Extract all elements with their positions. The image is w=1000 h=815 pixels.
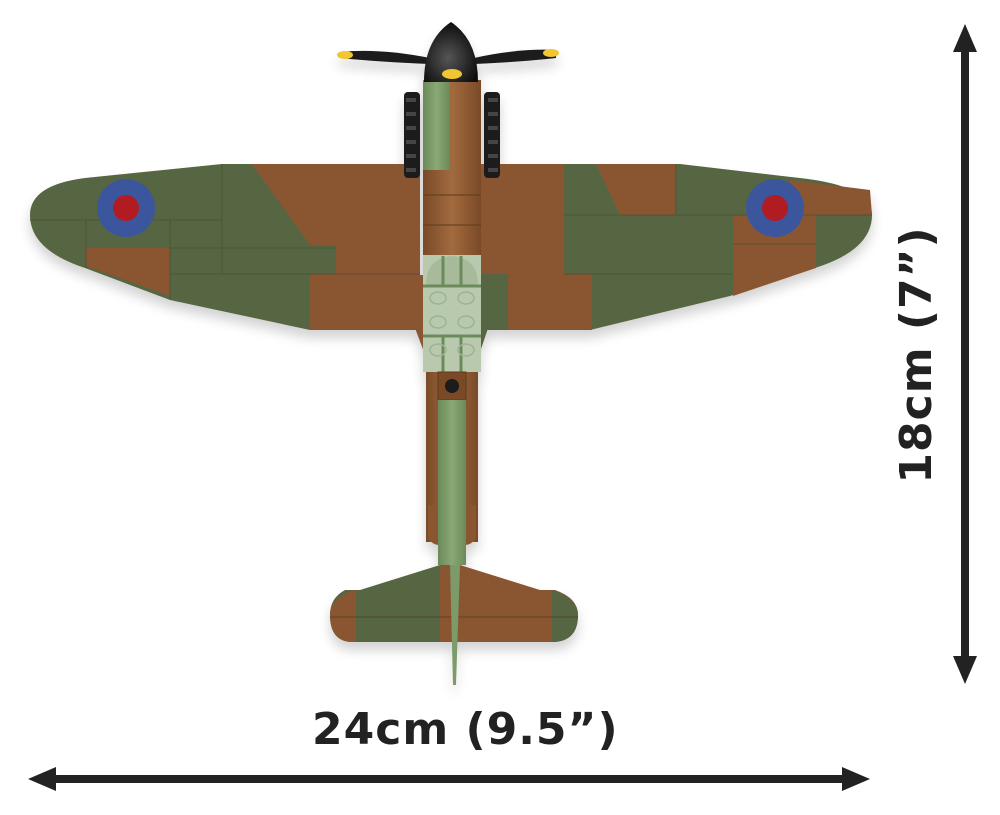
horizontal-stabilizer (330, 565, 578, 642)
height-dimension-label: 18cm (7”) (891, 226, 942, 484)
prop-tip (337, 51, 353, 59)
spinner (424, 22, 478, 82)
height-dimension-arrow (953, 24, 977, 684)
tail-fin (450, 565, 460, 685)
right-wing (480, 164, 872, 330)
fuselage (423, 80, 481, 685)
propeller (337, 22, 559, 82)
antenna-mast (445, 379, 459, 393)
engine-exhausts (404, 92, 500, 178)
width-dimension-arrow (28, 767, 870, 791)
width-dimension-label: 24cm (9.5”) (312, 704, 619, 755)
left-wing (30, 164, 420, 330)
prop-tip (543, 49, 559, 57)
